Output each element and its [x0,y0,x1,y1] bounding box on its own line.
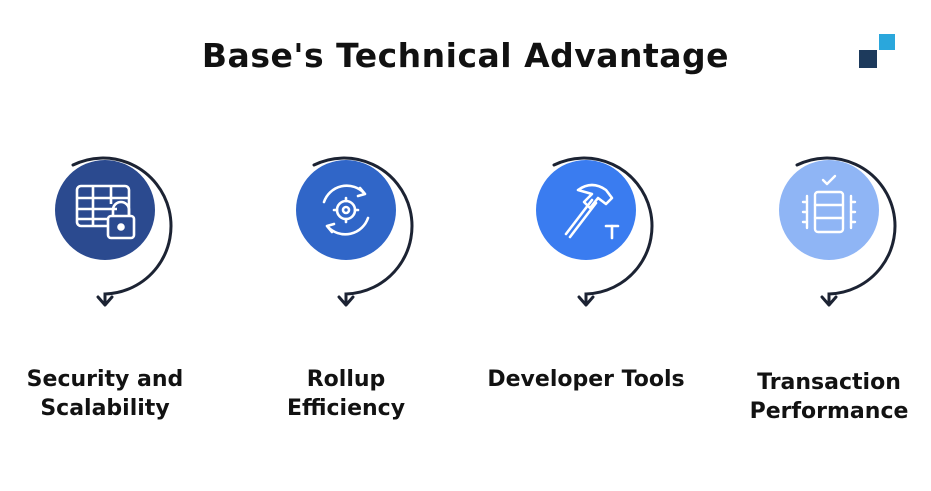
arrow-head [820,295,838,307]
arrow-head [337,295,355,307]
brand-logo-icon [859,34,895,68]
ring-arrow [795,156,897,305]
item-label: Developer Tools [487,367,685,392]
ring-arrow [312,156,414,305]
transaction-graphic [779,156,897,307]
ring-arrow [552,156,654,305]
icon-circle [536,160,636,260]
item-label: Rollup Efficiency [286,367,406,421]
arrow-head [96,295,114,307]
icon-circle [779,160,879,260]
table-lock-icon [75,184,136,240]
developer-graphic [536,156,654,307]
server-check-icon [801,174,857,234]
page-title: Base's Technical Advantage [201,36,730,75]
item-label: Transaction Performance [749,370,909,424]
logo-dark-square [859,50,877,68]
rollup-graphic [296,156,414,307]
security-graphic [55,156,173,307]
gear-cycle-icon [322,184,370,236]
item-security-scalability: Security and Scalability [5,0,205,491]
item-transaction-performance: Transaction Performance [729,0,929,491]
ring-arrow [71,156,173,305]
hammer-icon [564,183,620,240]
logo-light-square [879,34,895,50]
arrow-head [577,295,595,307]
item-rollup-efficiency: Rollup Efficiency [246,0,446,491]
item-label: Security and Scalability [26,367,184,421]
icon-circle [296,160,396,260]
item-developer-tools: Developer Tools [486,0,686,491]
